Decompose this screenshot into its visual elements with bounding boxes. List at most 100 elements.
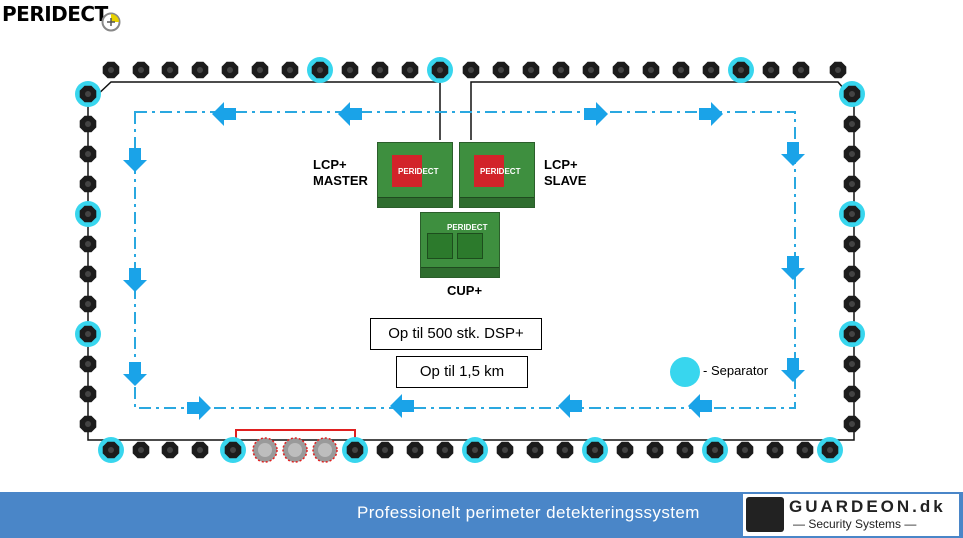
- lcp-master-label-line2: MASTER: [313, 173, 368, 188]
- sensor-node: [102, 61, 120, 79]
- range-box: Op til 1,5 km: [396, 356, 528, 388]
- inactive-sensor: [252, 437, 278, 463]
- flow-arrow-down: [781, 256, 805, 280]
- sensor-node: [843, 295, 861, 313]
- flow-arrow-down: [123, 148, 147, 172]
- separator-sensor: [728, 57, 754, 83]
- sensor-node: [736, 441, 754, 459]
- separator-sensor: [817, 437, 843, 463]
- sensor-node: [792, 61, 810, 79]
- sensor-node: [672, 61, 690, 79]
- inactive-sensor: [282, 437, 308, 463]
- footer-title: Professionelt perimeter detekteringssyst…: [357, 503, 700, 522]
- sensor-node: [371, 61, 389, 79]
- cup-label: CUP+: [447, 283, 483, 298]
- sensor-node: [646, 441, 664, 459]
- flow-arrow-down: [781, 142, 805, 166]
- sensor-node: [496, 441, 514, 459]
- sensor-node: [522, 61, 540, 79]
- sensor-node: [492, 61, 510, 79]
- sensor-node: [79, 355, 97, 373]
- sensor-node: [191, 61, 209, 79]
- logo-plus-icon: [101, 12, 121, 32]
- lcp-slave-label: LCP+ SLAVE: [544, 157, 586, 189]
- sensor-node: [462, 61, 480, 79]
- sensor-node: [132, 61, 150, 79]
- sensor-node: [132, 441, 150, 459]
- sensor-node: [79, 385, 97, 403]
- sensor-node: [79, 145, 97, 163]
- separator-sensor: [582, 437, 608, 463]
- sensor-node: [406, 441, 424, 459]
- flow-arrow-right: [187, 396, 211, 420]
- sensor-node: [79, 415, 97, 433]
- separator-sensor: [427, 57, 453, 83]
- inactive-sensor: [312, 437, 338, 463]
- sensor-node: [79, 235, 97, 253]
- flow-arrow-left: [390, 394, 414, 418]
- sensor-node: [526, 441, 544, 459]
- sensor-node: [376, 441, 394, 459]
- separator-sensor: [98, 437, 124, 463]
- separator-sensor: [307, 57, 333, 83]
- flow-arrow-right: [584, 102, 608, 126]
- separator-sensor: [75, 201, 101, 227]
- flow-arrow-right: [699, 102, 723, 126]
- sensor-node: [796, 441, 814, 459]
- sensor-node: [642, 61, 660, 79]
- sensor-node: [221, 61, 239, 79]
- flow-arrow-down: [123, 362, 147, 386]
- flow-arrow-left: [338, 102, 362, 126]
- sensor-node: [843, 115, 861, 133]
- sensor-node: [281, 61, 299, 79]
- separator-sensor: [342, 437, 368, 463]
- sensor-node: [436, 441, 454, 459]
- sensor-node: [582, 61, 600, 79]
- separator-sensor: [839, 321, 865, 347]
- sensor-node: [676, 441, 694, 459]
- flow-arrow-left: [688, 394, 712, 418]
- sensor-node: [843, 265, 861, 283]
- sensor-node: [766, 441, 784, 459]
- sensor-node: [79, 175, 97, 193]
- separator-sensor: [462, 437, 488, 463]
- guardeon-logo: GUARDEON.dk — Security Systems —: [743, 494, 959, 536]
- guardeon-brand: GUARDEON.dk: [789, 497, 946, 516]
- red-link: [235, 429, 356, 440]
- lcp-master-board: PERIDECT: [377, 142, 453, 208]
- sensor-node: [161, 61, 179, 79]
- flow-arrow-down: [123, 268, 147, 292]
- lcp-slave-label-line1: LCP+: [544, 157, 578, 172]
- sensor-node: [552, 61, 570, 79]
- separator-sensor: [75, 321, 101, 347]
- separator-sensor: [75, 81, 101, 107]
- sensor-node: [829, 61, 847, 79]
- separator-legend-icon: [670, 357, 700, 387]
- sensor-node: [79, 265, 97, 283]
- sensor-node: [161, 441, 179, 459]
- sensor-node: [843, 415, 861, 433]
- guardeon-mark-icon: [746, 497, 784, 532]
- sensor-node: [843, 175, 861, 193]
- lcp-slave-label-line2: SLAVE: [544, 173, 587, 188]
- sensor-node: [79, 115, 97, 133]
- sensor-node: [843, 385, 861, 403]
- sensor-node: [251, 61, 269, 79]
- sensor-node: [616, 441, 634, 459]
- separator-legend-label: - Separator: [703, 363, 769, 378]
- flow-arrow-down: [781, 358, 805, 382]
- sensor-node: [79, 295, 97, 313]
- sensor-node: [191, 441, 209, 459]
- separator-sensor: [702, 437, 728, 463]
- sensor-node: [762, 61, 780, 79]
- sensor-node: [702, 61, 720, 79]
- sensor-node: [341, 61, 359, 79]
- cup-board: PERIDECT: [420, 212, 500, 278]
- sensor-node: [843, 355, 861, 373]
- separator-sensor: [839, 201, 865, 227]
- guardeon-subtitle: — Security Systems —: [793, 517, 917, 531]
- lcp-slave-board: PERIDECT: [459, 142, 535, 208]
- sensor-node: [556, 441, 574, 459]
- logo-text: PERIDECT: [2, 2, 108, 26]
- flow-arrow-left: [212, 102, 236, 126]
